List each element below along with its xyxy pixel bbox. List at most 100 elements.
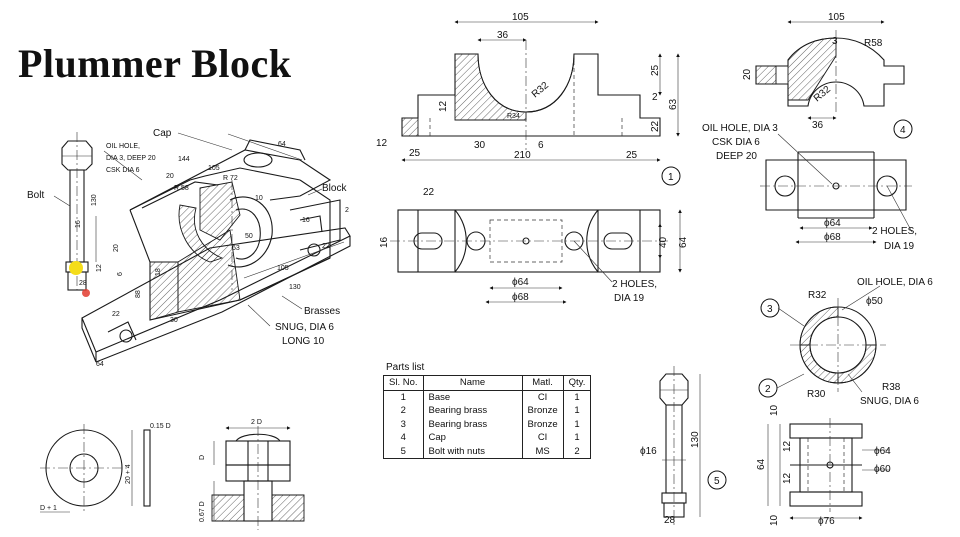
col-name: Name <box>422 375 523 391</box>
v1-dim: 36 <box>497 30 509 41</box>
v4-dim: R58 <box>864 38 883 49</box>
table-row: 1 Base CI 1 <box>383 390 592 404</box>
view1-plan: 22 16 40 64 ϕ64 ϕ68 2 HOLES, DIA 19 <box>379 187 689 304</box>
washer-detail: 0.15 D 20 + 4 D + 1 <box>40 423 171 513</box>
view1-tag: 1 <box>668 172 674 183</box>
cell-name: Bearing brass <box>422 417 523 431</box>
v1-dim: 12 <box>438 100 449 112</box>
iso-cap <box>129 139 332 290</box>
v3-r32: R32 <box>808 290 827 301</box>
v4-dim: ϕ68 <box>824 232 841 243</box>
parts-table: Sl. No. Name Matl. Qty. 1 Base CI 1 2 Be… <box>383 375 592 459</box>
view4-cap: 105 3 R58 20 R32 36 4 OIL HOLE, DIA 3 CS… <box>702 12 917 252</box>
cell-sl: 1 <box>383 390 424 404</box>
iso-dim: 22 <box>322 243 330 250</box>
iso-dim: 2 <box>345 207 349 214</box>
v4-dim: ϕ64 <box>824 218 841 229</box>
iso-dim: 30 <box>170 317 178 324</box>
iso-dim: 28 <box>79 280 87 287</box>
view4-tag: 4 <box>900 125 906 136</box>
v1p-dim: 16 <box>379 236 390 248</box>
v4-holes-1: 2 HOLES, <box>872 226 917 237</box>
v23-dim: 64 <box>756 458 767 470</box>
iso-dim: 64 <box>278 141 286 148</box>
page-title: Plummer Block <box>18 41 292 86</box>
cell-qty: 1 <box>562 404 592 418</box>
v4-dim: 105 <box>828 12 845 23</box>
v23-dim: 10 <box>769 404 780 416</box>
label-brasses: Brasses <box>304 306 340 317</box>
cell-matl: CI <box>521 431 564 445</box>
v4-dim: 20 <box>742 68 753 80</box>
v1p-dim: ϕ64 <box>512 277 529 288</box>
v1-dim: 22 <box>650 120 661 132</box>
v23-dim: ϕ76 <box>818 516 835 527</box>
v23-dim: 12 <box>782 440 793 452</box>
v1p-dim: ϕ68 <box>512 292 529 303</box>
cell-matl: MS <box>521 444 564 459</box>
iso-dim: R 58 <box>174 185 189 192</box>
v3-r30: R30 <box>807 389 826 400</box>
iso-dim: 105 <box>208 165 220 172</box>
col-material: Matl. <box>521 375 564 391</box>
iso-dim: 64 <box>96 361 104 368</box>
v1p-holes-2: DIA 19 <box>614 293 644 304</box>
table-row: 4 Cap CI 1 <box>383 431 592 445</box>
cell-matl: CI <box>521 390 564 404</box>
v1-dim: R32 <box>530 80 551 101</box>
iso-dim: 130 <box>91 194 98 206</box>
iso-dim: 6 <box>117 272 124 276</box>
cell-name: Base <box>422 390 523 404</box>
label-oil-hole-1: OIL HOLE, <box>106 143 140 150</box>
v1p-dim: 22 <box>423 187 435 198</box>
v1-dim: 25 <box>626 150 638 161</box>
v23-dim: 12 <box>782 472 793 484</box>
iso-dim: 16 <box>75 220 82 228</box>
annotation-red-dot <box>82 289 90 297</box>
col-qty: Qty. <box>562 375 592 391</box>
iso-dim: 20 <box>113 244 120 252</box>
iso-leaders <box>53 132 345 327</box>
view5-tag: 5 <box>714 476 720 487</box>
v1p-holes-1: 2 HOLES, <box>612 279 657 290</box>
cell-sl: 3 <box>383 417 424 431</box>
cell-sl: 4 <box>383 431 424 445</box>
v3-d50: ϕ50 <box>866 296 883 307</box>
v1-dim: 105 <box>512 12 529 23</box>
v1-dim: 210 <box>514 150 531 161</box>
cell-name: Bolt with nuts <box>422 444 523 459</box>
label-block: Block <box>322 183 347 194</box>
col-sl-no: Sl. No. <box>383 375 424 391</box>
v5-dim: ϕ16 <box>640 446 657 457</box>
iso-dim: 88 <box>135 290 142 298</box>
v23-dim: 10 <box>769 514 780 526</box>
cell-name: Bearing brass <box>422 404 523 418</box>
parts-list: Parts list Sl. No. Name Matl. Qty. 1 Bas… <box>383 362 592 459</box>
nut-h2: 0.67 D <box>199 501 206 522</box>
parts-header-row: Sl. No. Name Matl. Qty. <box>383 375 592 391</box>
washer-t: 0.15 D <box>150 423 171 430</box>
v3-snug: SNUG, DIA 6 <box>860 396 919 407</box>
v1-dim: 63 <box>668 98 679 110</box>
cell-name: Cap <box>422 431 523 445</box>
v23-dim: ϕ60 <box>874 464 891 475</box>
v4-oil-1: OIL HOLE, DIA 3 <box>702 123 778 134</box>
cell-qty: 2 <box>562 444 592 459</box>
v4-dim: 36 <box>812 120 824 131</box>
cell-sl: 5 <box>383 444 424 459</box>
v1-dim: 25 <box>650 64 661 76</box>
nut-w: 2 D <box>251 419 262 426</box>
iso-dim: 144 <box>178 156 190 163</box>
isometric-assembly: Cap OIL HOLE, DIA 3, DEEP 20 CSK DIA 6 B… <box>27 128 351 368</box>
cell-qty: 1 <box>562 417 592 431</box>
v4-oil-3: DEEP 20 <box>716 151 757 162</box>
label-bolt: Bolt <box>27 190 44 201</box>
label-snug-2: LONG 10 <box>282 336 325 347</box>
v1-dim: 25 <box>409 148 421 159</box>
view2-tag: 2 <box>765 384 771 395</box>
iso-dim: 105 <box>277 265 289 272</box>
v1-dim: 30 <box>474 140 486 151</box>
v1p-dim: 64 <box>678 236 689 248</box>
iso-dim: 12 <box>96 264 103 272</box>
